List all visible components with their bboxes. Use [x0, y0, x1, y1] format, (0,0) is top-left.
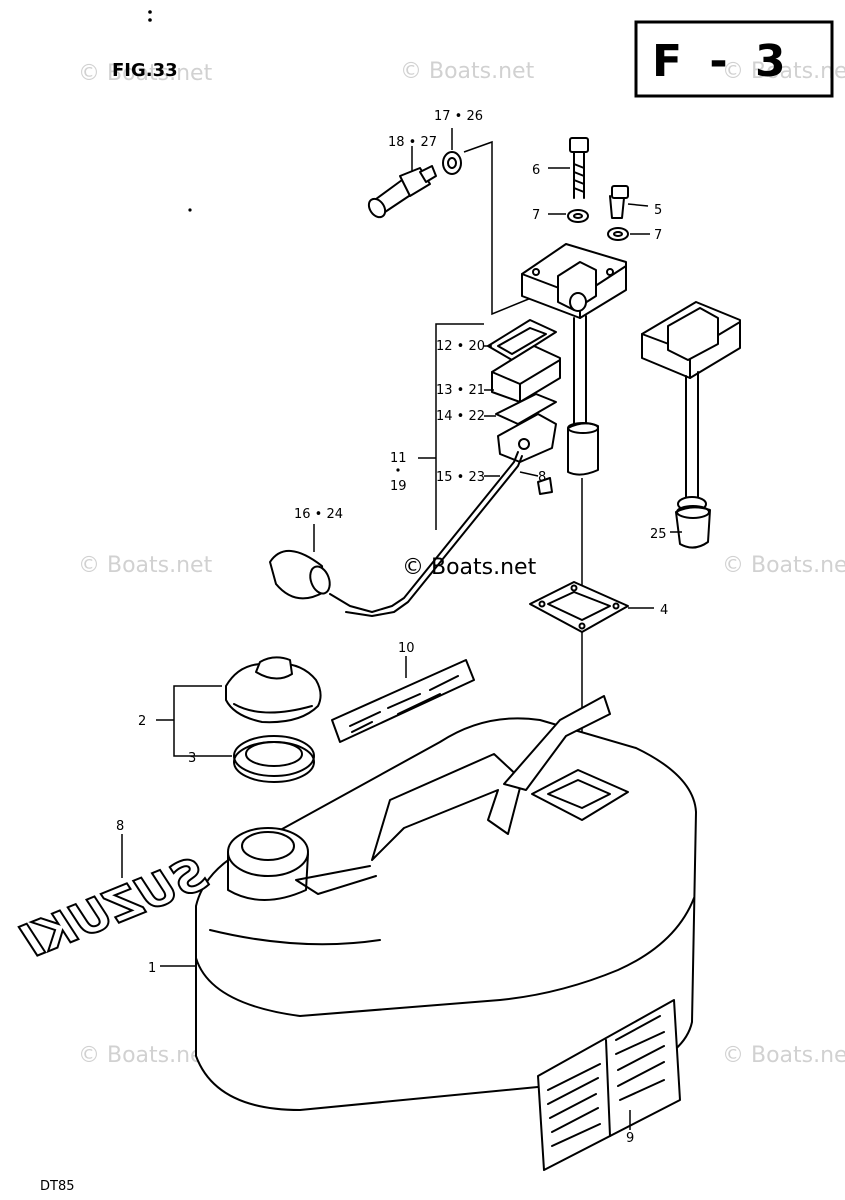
callout-3: 3: [188, 751, 196, 766]
callout-16-24: 16 • 24: [294, 507, 343, 522]
callout-1: 1: [148, 961, 156, 976]
callout-5: 5: [654, 203, 662, 218]
float-arm: [329, 451, 519, 613]
fuel-gauge-assembly-part: [641, 301, 741, 549]
callout-10: 10: [398, 641, 415, 656]
callout-18-27: 18 • 27: [388, 135, 437, 150]
callout-25: 25: [650, 527, 667, 542]
spec-label-part: [537, 999, 681, 1171]
fuel-cap-part: [225, 656, 322, 724]
sender-body-part: [497, 413, 557, 463]
screw-part: [537, 477, 553, 495]
callout-13-21: 13 • 21: [436, 383, 485, 398]
speck: [188, 208, 192, 212]
watermarks: © Boats.net © Boats.net © Boats.net © Bo…: [78, 59, 845, 1068]
fuel-connector-part: [367, 165, 437, 219]
callout-17-26: 17 • 26: [434, 109, 483, 124]
watermark: © Boats.net: [400, 59, 535, 84]
cover-part: [491, 345, 561, 403]
small-bolt-part: [609, 185, 629, 219]
callout-15-23: 15 • 23: [436, 470, 485, 485]
watermark-center: © Boats.net: [402, 555, 537, 580]
brand-decal: SUZUKI: [14, 846, 214, 969]
watermark: © Boats.net: [722, 59, 845, 84]
o-ring-part: [442, 151, 462, 175]
watermark: © Boats.net: [722, 553, 845, 578]
callout-labels: 1 2 3 4 5 6 7 7 8 8 9 10 11 19 12 • 20 1…: [116, 109, 668, 1146]
washer-part: [607, 227, 629, 241]
section-code-box: [634, 20, 834, 98]
callout-7: 7: [532, 208, 540, 223]
gauge-gasket-part: [529, 581, 629, 633]
callout-19: 19: [390, 479, 407, 494]
callout-11: 11: [390, 451, 407, 466]
model-code: DT85: [40, 1179, 75, 1194]
cap-seal-part: [233, 735, 315, 783]
fuel-tank-part: [195, 695, 697, 1111]
gauge-shaft: [573, 315, 587, 429]
watermark: © Boats.net: [78, 553, 213, 578]
caution-label-part: [331, 659, 475, 743]
bolt-part: [569, 137, 589, 199]
fuel-gauge-housing-part: [521, 243, 627, 319]
watermark: © Boats.net: [78, 61, 213, 86]
callout-8: 8: [116, 819, 124, 834]
watermark: © Boats.net: [78, 1043, 213, 1068]
gasket-part: [495, 393, 557, 425]
callout-12-20: 12 • 20: [436, 339, 485, 354]
float-part: [269, 549, 331, 600]
figure-label: FIG.33: [112, 60, 178, 81]
speck: [148, 10, 152, 14]
section-code: F - 3: [652, 36, 792, 87]
callout-9: 9: [626, 1131, 634, 1146]
callout-6: 6: [532, 163, 540, 178]
callout-2: 2: [138, 714, 146, 729]
washer-part: [567, 209, 589, 223]
watermark: © Boats.net: [722, 1043, 845, 1068]
callout-4: 4: [660, 603, 668, 618]
callout-14-22: 14 • 22: [436, 409, 485, 424]
callout-8: 8: [538, 470, 546, 485]
callout-7: 7: [654, 228, 662, 243]
gauge-sleeve: [567, 422, 599, 476]
speck: [148, 18, 152, 22]
